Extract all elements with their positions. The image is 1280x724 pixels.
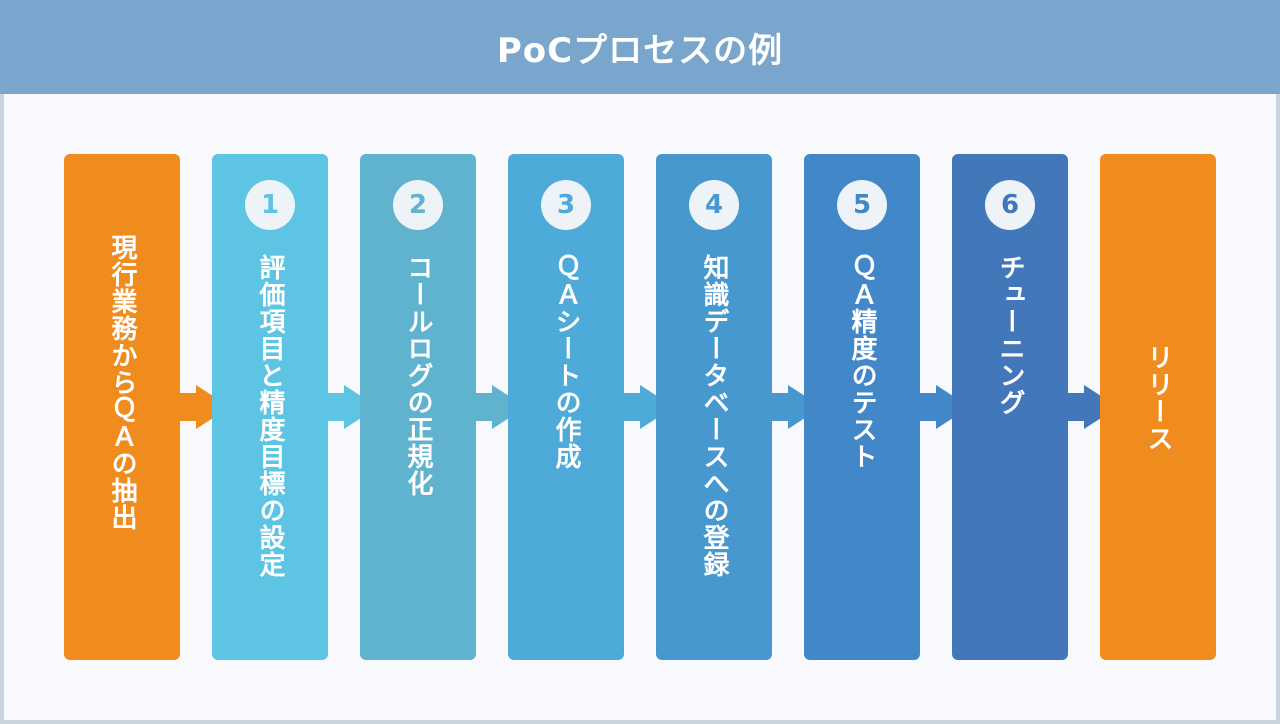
step-label-6: チューニング [995, 254, 1025, 416]
arrow-stem-6 [1068, 393, 1086, 421]
step-label-3: ＱＡシートの作成 [551, 254, 581, 470]
step-number-5: 5 [837, 180, 887, 230]
arrow-stem-0 [180, 393, 198, 421]
arrow-stem-2 [476, 393, 494, 421]
step-number-1: 1 [245, 180, 295, 230]
step-number-3: 3 [541, 180, 591, 230]
step-number-4: 4 [689, 180, 739, 230]
header-bar: PoCプロセスの例 [0, 0, 1280, 94]
start-label: 現行業務からＱＡの抽出 [107, 234, 137, 531]
arrow-stem-1 [328, 393, 346, 421]
end-box: リリース [1100, 154, 1216, 660]
step-label-2: コールログの正規化 [403, 254, 433, 497]
start-box: 現行業務からＱＡの抽出 [64, 154, 180, 660]
end-label: リリース [1143, 344, 1173, 452]
step-number-6: 6 [985, 180, 1035, 230]
step-box-4: 4 知識データベースへの登録 [656, 154, 772, 660]
step-box-2: 2 コールログの正規化 [360, 154, 476, 660]
step-box-1: 1 評価項目と精度目標の設定 [212, 154, 328, 660]
arrow-stem-3 [624, 393, 642, 421]
step-box-3: 3 ＱＡシートの作成 [508, 154, 624, 660]
arrow-stem-4 [772, 393, 790, 421]
step-number-2: 2 [393, 180, 443, 230]
step-box-5: 5 ＱＡ精度のテスト [804, 154, 920, 660]
arrow-stem-5 [920, 393, 938, 421]
step-label-1: 評価項目と精度目標の設定 [255, 254, 285, 578]
step-label-5: ＱＡ精度のテスト [847, 254, 877, 470]
step-label-4: 知識データベースへの登録 [699, 254, 729, 578]
diagram-title: PoCプロセスの例 [496, 30, 784, 71]
step-box-6: 6 チューニング [952, 154, 1068, 660]
